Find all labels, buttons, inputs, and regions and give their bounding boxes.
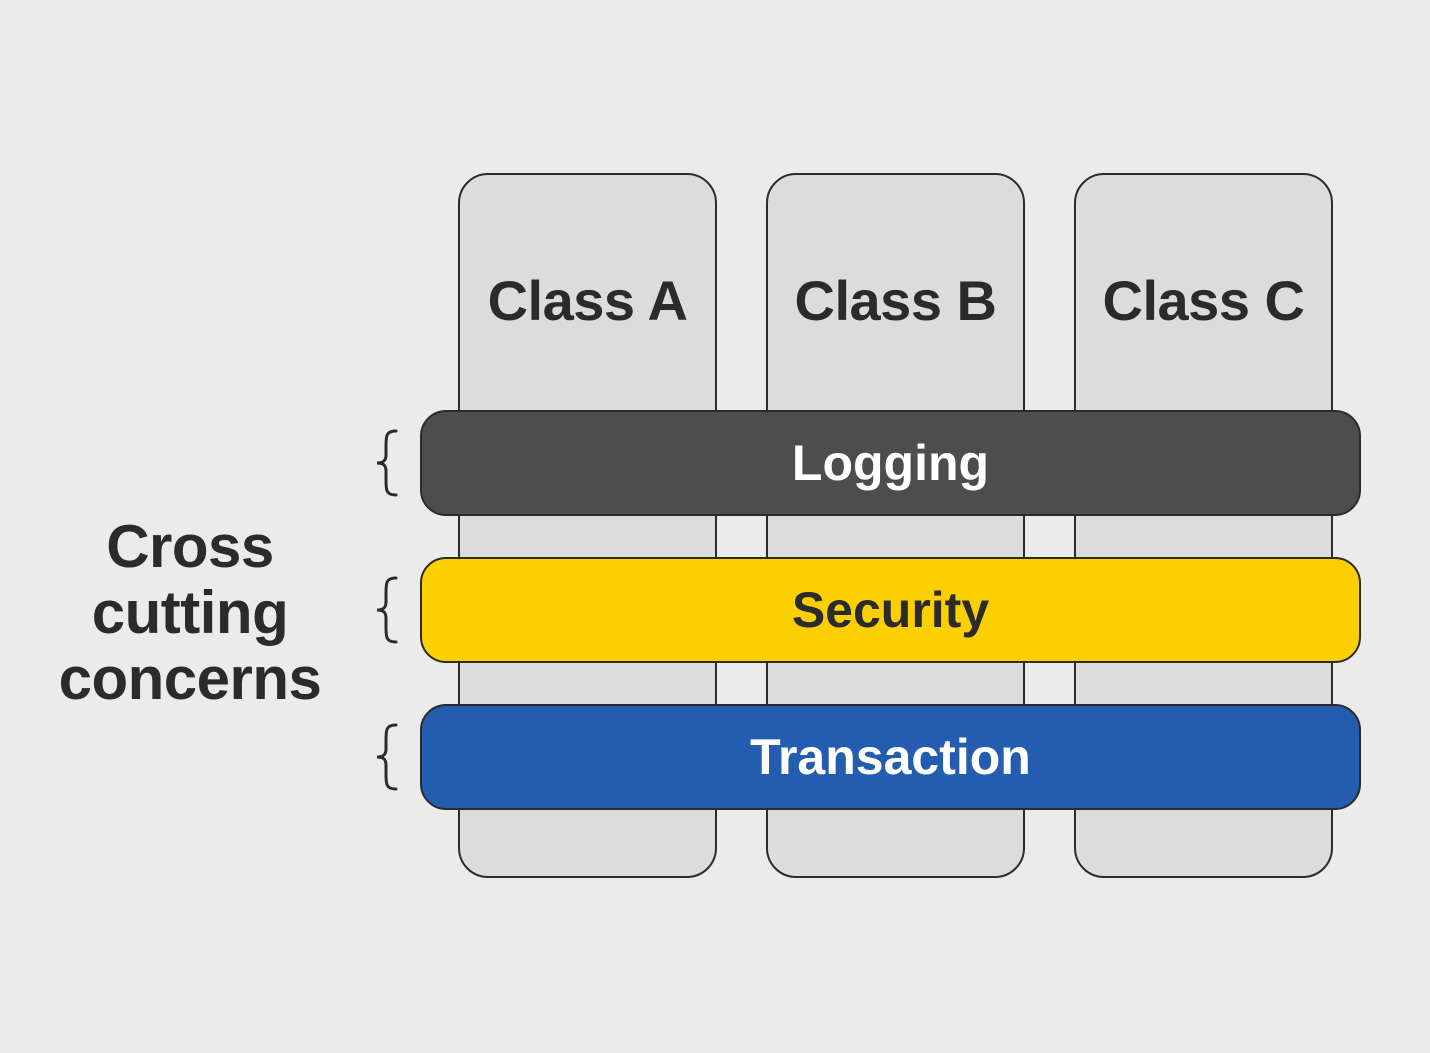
concern-band-logging: Logging bbox=[420, 410, 1361, 516]
concern-label-logging: Logging bbox=[791, 435, 990, 491]
cross-cutting-concerns-label: Cross cutting concerns bbox=[40, 514, 340, 712]
class-label-c: Class C bbox=[1102, 269, 1305, 332]
concern-label-security: Security bbox=[791, 582, 990, 638]
side-label-line: concerns bbox=[58, 645, 322, 712]
concern-label-transaction: Transaction bbox=[750, 729, 1031, 785]
side-label-line: Cross bbox=[106, 513, 274, 580]
concern-band-transaction: Transaction bbox=[420, 704, 1361, 810]
side-label-line: cutting bbox=[91, 579, 289, 646]
concern-band-security: Security bbox=[420, 557, 1361, 663]
class-label-a: Class A bbox=[487, 269, 688, 332]
class-label-b: Class B bbox=[794, 269, 997, 332]
curly-brace-icon bbox=[376, 576, 398, 644]
curly-brace-icon bbox=[376, 723, 398, 791]
curly-brace-icon bbox=[376, 429, 398, 497]
